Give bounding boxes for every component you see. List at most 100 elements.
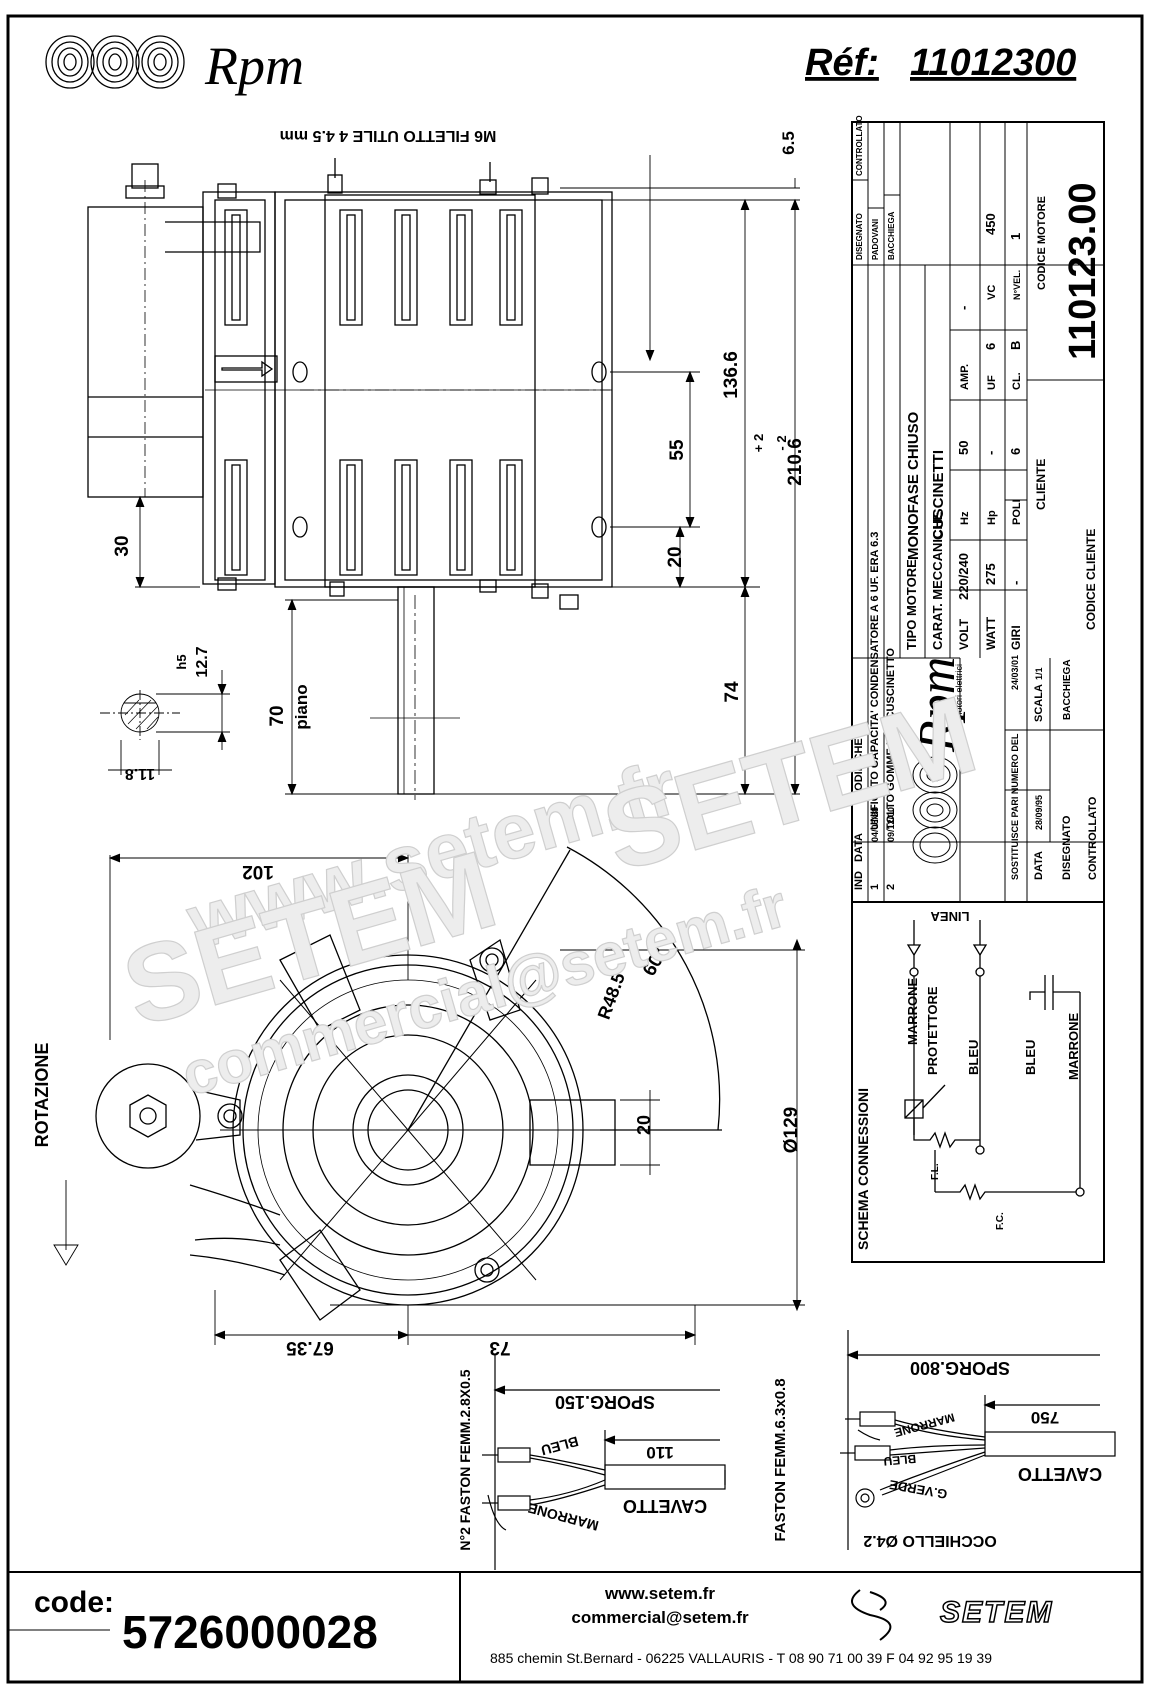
dim-73: 73 — [489, 1337, 510, 1358]
rev-1-ind: 1 — [869, 884, 881, 890]
rev-2-by: BACCHIEGA — [887, 211, 896, 260]
dim-12-7: 12.7 — [194, 646, 211, 677]
codice-cliente-label: CODICE CLIENTE — [1084, 529, 1098, 630]
nvel-value: 1 — [1008, 233, 1023, 240]
sostituisce-date: 24/03/01 — [1010, 655, 1020, 690]
carat-label: CARAT. MECCANICHE — [930, 511, 945, 650]
hz-value: 50 — [956, 441, 971, 455]
rev-ind-header: IND — [853, 871, 865, 890]
right-cavetto-label: CAVETTO — [1018, 1464, 1102, 1484]
amp-value: - — [956, 306, 971, 310]
cl-label: CL. — [1011, 372, 1023, 390]
tipo-motore-label: TIPO MOTORE — [904, 559, 919, 650]
brand-name: Rpm — [204, 36, 304, 96]
rev-modifiche-header: MODIFICHE — [853, 738, 865, 800]
motor-front-view — [95, 846, 722, 1321]
watt-label: WATT — [984, 616, 998, 650]
protettore-label: PROTETTORE — [925, 986, 940, 1075]
dim-70: 70 — [267, 705, 288, 726]
sheet-border — [6, 14, 1144, 1684]
hp-label: Hp — [986, 510, 998, 525]
tipo-motore-value: MONOFASE CHIUSO — [905, 411, 922, 560]
dim-102: 102 — [242, 861, 274, 882]
linea-label: LINEA — [930, 909, 970, 924]
tol-plus: + 2 — [751, 434, 766, 452]
schema-labels: SCHEMA CONNESSIONI LINEA MARRONE PROTETT… — [855, 909, 1081, 1250]
schema-marrone-2: MARRONE — [1066, 1013, 1081, 1080]
scala-label: SCALA — [1033, 684, 1045, 722]
shaft-tolerance: h5 — [174, 654, 189, 669]
dim-30: 30 — [112, 535, 133, 556]
giri-value: - — [1008, 581, 1023, 585]
dim-210-6: 210.6 — [785, 438, 806, 486]
title-logo-sub: motori elettrici — [954, 664, 964, 720]
dim-67-35: 67.35 — [286, 1337, 334, 1358]
left-dim-label: 110 — [646, 1443, 673, 1462]
fc-label: F.C. — [995, 1212, 1006, 1230]
rev-controllato-header: CONTROLLATO — [855, 115, 864, 176]
nvel-label: N°VEL. — [1012, 270, 1022, 300]
poli-label: POLI — [1011, 499, 1023, 525]
dim-20-side: 20 — [665, 546, 686, 567]
rev-2-date: 09/12/00 — [886, 807, 896, 842]
uf-value: 6 — [983, 343, 998, 350]
sostituisce-label: SOSTITUISCE PARI NUMERO DEL — [1010, 733, 1020, 880]
piano-label: piano — [292, 684, 311, 729]
schema-marrone-1: MARRONE — [905, 978, 920, 1045]
poli-value: 6 — [1008, 448, 1023, 455]
rev-data-header: DATA — [853, 833, 865, 862]
data-value: 28/09/95 — [1034, 795, 1044, 830]
dim-20-front: 20 — [634, 1115, 654, 1135]
rev-1-mod: UNIFICATO CAPACITA' CONDENSATORE A 6 UF.… — [869, 532, 881, 830]
motor-side-view — [87, 158, 613, 800]
right-sporg-label: SPORG.800 — [910, 1358, 1010, 1378]
left-sporg-label: SPORG.150 — [555, 1392, 655, 1412]
tol-minus: - 2 — [774, 435, 789, 450]
rpm-logo: Rpm — [45, 35, 304, 96]
cable-detail-left — [482, 1355, 726, 1570]
volt-label: VOLT — [957, 618, 971, 650]
dim-136-6: 136.6 — [721, 351, 742, 399]
hp-value: - — [983, 451, 998, 455]
left-faston-label: N°2 FASTON FEMM.2.8X0.5 — [457, 1369, 473, 1550]
rev-1-date: 04/06/98 — [870, 807, 880, 842]
dim-74: 74 — [722, 681, 743, 703]
diameter-label: Ø129 — [781, 1107, 802, 1153]
vc-value: 450 — [983, 213, 998, 235]
cable-detail-right — [840, 1330, 1116, 1550]
occhiello-label: OCCHIELLO Ø4.2 — [863, 1532, 996, 1549]
connection-schema — [851, 901, 1105, 1263]
schema-bleu-2: BLEU — [1023, 1040, 1038, 1075]
side-view-labels: M6 FILETTO UTILE 4 4.5 mm 6.5 136.6 210.… — [112, 127, 806, 782]
fl-label: F.L. — [930, 1163, 941, 1180]
dim-6-5: 6.5 — [779, 131, 798, 155]
controllato-label: CONTROLLATO — [1087, 796, 1099, 880]
title-block-text: IND DATA MODIFICHE DISEGNATO CONTROLLATO… — [853, 115, 1104, 890]
hz-label: Hz — [959, 511, 971, 525]
thread-note: M6 FILETTO UTILE 4 4.5 mm — [280, 127, 497, 144]
schema-bleu-1: BLEU — [966, 1040, 981, 1075]
rev-disegnato-header: DISEGNATO — [855, 213, 864, 260]
cliente-label: CLIENTE — [1034, 459, 1048, 510]
left-marrone-label: MARRONE — [526, 1500, 600, 1534]
rotation-label: ROTAZIONE — [32, 1043, 52, 1148]
schema-title: SCHEMA CONNESSIONI — [855, 1088, 871, 1250]
cable-right-labels: FASTON FEMM.6.3x0.8 SPORG.800 750 MARRON… — [772, 1358, 1102, 1549]
uf-label: UF — [986, 375, 998, 390]
vc-label: VC — [986, 285, 998, 300]
ref-label: Réf: — [805, 42, 879, 84]
scala-value: 1/1 — [1034, 667, 1044, 680]
volt-value: 220/240 — [956, 553, 971, 600]
right-dim-label: 750 — [1031, 1408, 1059, 1427]
codice-motore-label: CODICE MOTORE — [1036, 196, 1048, 290]
dim-11-8: 11.8 — [125, 765, 155, 782]
disegnato-label: DISEGNATO — [1061, 815, 1073, 880]
carat-value: CUSCINETTI — [930, 450, 947, 540]
amp-label: AMP. — [959, 364, 971, 390]
watt-value: 275 — [983, 563, 998, 585]
cl-value: B — [1008, 341, 1023, 350]
left-bleu-label: BLEU — [539, 1433, 580, 1458]
giri-label: GIRI — [1009, 625, 1023, 650]
side-view-dimensions — [100, 155, 800, 796]
